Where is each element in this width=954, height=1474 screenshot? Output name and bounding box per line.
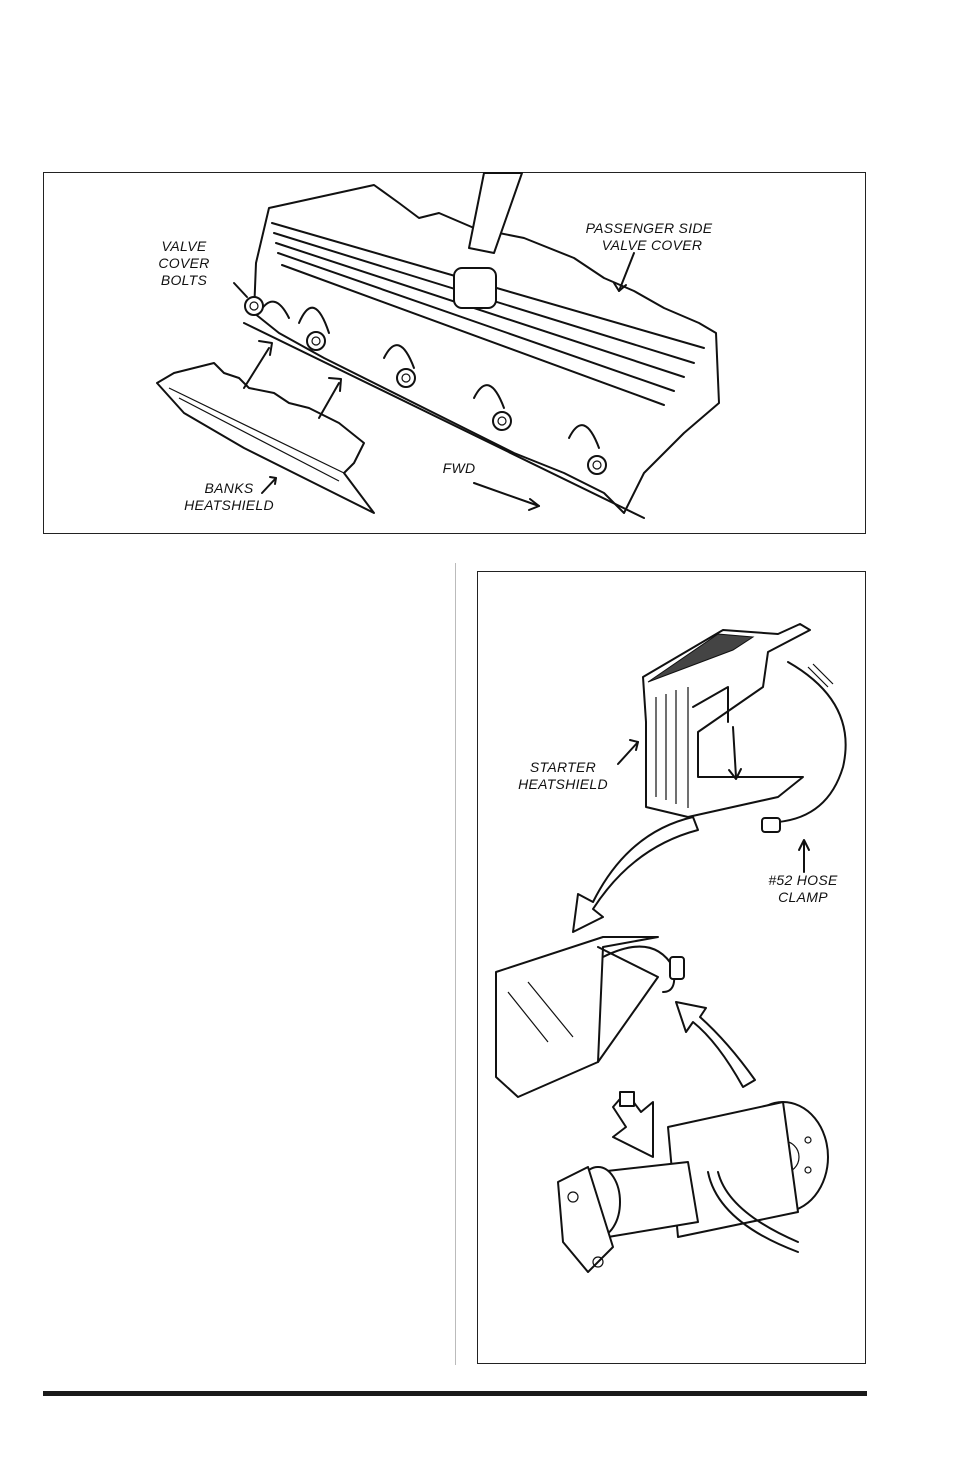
bolt-icon <box>397 369 415 387</box>
starter-heatshield-illustration: STARTER HEATSHIELD #52 HOSE CLAMP <box>478 572 867 1365</box>
label-heatshield: HEATSHIELD <box>184 497 274 513</box>
starter-motor-icon <box>558 1102 828 1272</box>
valve-cover-figure: VALVE COVER BOLTS PASSENGER SIDE VALVE C… <box>43 172 866 534</box>
footer-rule <box>43 1391 867 1396</box>
column-divider <box>455 563 456 1365</box>
curved-arrow-up-icon <box>676 1002 755 1087</box>
label-banks: BANKS <box>205 480 254 496</box>
label-valve-line1: VALVE <box>161 238 206 254</box>
label-fwd: FWD <box>443 460 476 476</box>
label-starter-heatshield: HEATSHIELD <box>518 776 608 792</box>
starter-heatshield-lower <box>496 937 658 1097</box>
valve-cover-illustration: VALVE COVER BOLTS PASSENGER SIDE VALVE C… <box>44 173 867 535</box>
bolt-icon <box>493 412 511 430</box>
label-valve-cover: VALVE COVER <box>602 237 703 253</box>
bolt-icon <box>245 297 263 315</box>
label-bolts-line3: BOLTS <box>161 272 208 288</box>
label-clamp: CLAMP <box>778 889 828 905</box>
starter-heatshield-figure: STARTER HEATSHIELD #52 HOSE CLAMP <box>477 571 866 1364</box>
bolt-icon <box>588 456 606 474</box>
label-hose-clamp-number: #52 HOSE <box>768 872 838 888</box>
curved-arrow-down-icon <box>573 817 698 932</box>
label-cover-line2: COVER <box>158 255 209 271</box>
label-passenger-side: PASSENGER SIDE <box>586 220 713 236</box>
label-starter: STARTER <box>530 759 596 775</box>
bolt-icon <box>307 332 325 350</box>
